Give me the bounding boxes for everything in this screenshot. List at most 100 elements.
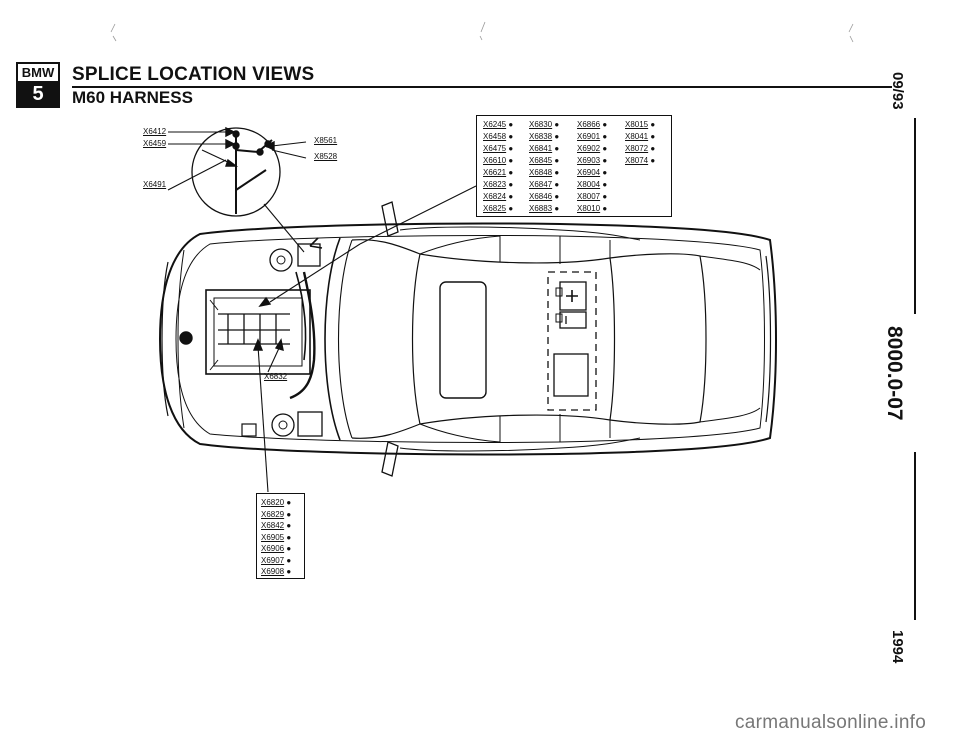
bullet-icon: ● — [284, 509, 292, 519]
header-rule — [72, 86, 892, 88]
splice-list-top-item: X6901 ● — [577, 132, 607, 141]
bullet-icon: ● — [506, 120, 514, 129]
bullet-icon: ● — [600, 156, 608, 165]
splice-code: X6907 — [261, 555, 285, 565]
splice-label-x8561: X8561 — [314, 136, 338, 145]
side-rule-top — [914, 118, 916, 314]
side-rule-bottom — [914, 452, 916, 620]
splice-code: X6825 — [483, 204, 507, 213]
splice-label-x6832: X6832 — [264, 372, 288, 381]
bullet-icon: ● — [552, 204, 560, 213]
splice-list-top-item: X6902 ● — [577, 144, 607, 153]
splice-code: X6903 — [577, 156, 601, 165]
splice-detail-inset — [191, 127, 281, 217]
splice-list-top-item: X8074 ● — [625, 156, 655, 165]
bullet-icon: ● — [506, 204, 514, 213]
bullet-icon: ● — [506, 168, 514, 177]
splice-code: X6883 — [529, 204, 553, 213]
splice-code: X6245 — [483, 120, 507, 129]
splice-list-top-item: X6823 ● — [483, 180, 513, 189]
page-title: SPLICE LOCATION VIEWS — [72, 64, 315, 85]
splice-code: X6829 — [261, 509, 285, 519]
bullet-icon: ● — [506, 144, 514, 153]
bullet-icon: ● — [552, 192, 560, 201]
splice-list-bottom: X6820 ●X6829 ●X6842 ●X6905 ●X6906 ●X6907… — [256, 493, 305, 579]
splice-code: X6841 — [529, 144, 553, 153]
splice-list-top-item: X8041 ● — [625, 132, 655, 141]
car-body-outline — [158, 222, 777, 456]
splice-code: X6830 — [529, 120, 553, 129]
splice-list-bottom-item: X6829 ● — [261, 510, 291, 519]
splice-code: X6901 — [577, 132, 601, 141]
battery-compartment — [547, 271, 597, 411]
splice-list-top-item: X6825 ● — [483, 204, 513, 213]
splice-code: X8004 — [577, 180, 601, 189]
fluid-reservoir-top — [269, 248, 293, 272]
engine-block — [205, 289, 311, 375]
splice-list-top-item: X6845 ● — [529, 156, 559, 165]
splice-code: X6846 — [529, 192, 553, 201]
splice-list-top-item: X6830 ● — [529, 120, 559, 129]
splice-list-top-item: X6904 ● — [577, 168, 607, 177]
splice-code: X6848 — [529, 168, 553, 177]
logo-series-text: 5 — [18, 83, 58, 106]
watermark: carmanualsonline.info — [735, 712, 927, 733]
splice-list-bottom-item: X6842 ● — [261, 521, 291, 530]
splice-list-bottom-item: X6907 ● — [261, 556, 291, 565]
splice-list-top-item: X6883 ● — [529, 204, 559, 213]
bullet-icon: ● — [648, 132, 656, 141]
page-subtitle: M60 HARNESS — [72, 88, 193, 107]
bullet-icon: ● — [600, 192, 608, 201]
bullet-icon: ● — [552, 120, 560, 129]
bullet-icon: ● — [600, 168, 608, 177]
splice-code: X6904 — [577, 168, 601, 177]
splice-list-bottom-item: X6906 ● — [261, 544, 291, 553]
bullet-icon: ● — [600, 204, 608, 213]
splice-label-x6459: X6459 — [143, 139, 167, 148]
bmw-5-series-logo: BMW 5 — [16, 62, 60, 108]
bullet-icon: ● — [284, 555, 292, 565]
splice-list-top-item: X6475 ● — [483, 144, 513, 153]
splice-code: X8074 — [625, 156, 649, 165]
bullet-icon: ● — [600, 132, 608, 141]
bullet-icon: ● — [600, 180, 608, 189]
splice-list-top-item: X6458 ● — [483, 132, 513, 141]
splice-code: X6824 — [483, 192, 507, 201]
splice-code: X6458 — [483, 132, 507, 141]
splice-list-top-item: X6866 ● — [577, 120, 607, 129]
relay-box — [297, 243, 321, 267]
logo-brand-text: BMW — [18, 64, 58, 83]
splice-list-top-item: X8015 ● — [625, 120, 655, 129]
splice-list-top-item: X8007 ● — [577, 192, 607, 201]
splice-code: X8010 — [577, 204, 601, 213]
bullet-icon: ● — [506, 180, 514, 189]
bullet-icon: ● — [506, 192, 514, 201]
splice-list-top-item: X6245 ● — [483, 120, 513, 129]
bullet-icon: ● — [552, 132, 560, 141]
splice-code: X6621 — [483, 168, 507, 177]
splice-list-bottom-item: X6820 ● — [261, 498, 291, 507]
splice-list-bottom-item: X6905 ● — [261, 533, 291, 542]
splice-list-top-item: X8004 ● — [577, 180, 607, 189]
splice-list-bottom-item: X6908 ● — [261, 567, 291, 576]
fluid-reservoir-bottom — [271, 413, 295, 437]
bullet-icon: ● — [648, 144, 656, 153]
splice-code: X8041 — [625, 132, 649, 141]
splice-code: X6845 — [529, 156, 553, 165]
splice-code: X6902 — [577, 144, 601, 153]
bullet-icon: ● — [284, 544, 292, 553]
splice-code: X8072 — [625, 144, 649, 153]
bullet-icon: ● — [552, 180, 560, 189]
bullet-icon: ● — [552, 144, 560, 153]
splice-list-top-item: X6824 ● — [483, 192, 513, 201]
splice-code: X6847 — [529, 180, 553, 189]
bullet-icon: ● — [600, 144, 608, 153]
splice-list-top-item: X6610 ● — [483, 156, 513, 165]
bullet-icon: ● — [600, 120, 608, 129]
bullet-icon: ● — [648, 156, 656, 165]
splice-code: X8007 — [577, 192, 601, 201]
splice-list-top-item: X6621 ● — [483, 168, 513, 177]
splice-label-x6412: X6412 — [143, 127, 167, 136]
bullet-icon: ● — [284, 521, 292, 530]
